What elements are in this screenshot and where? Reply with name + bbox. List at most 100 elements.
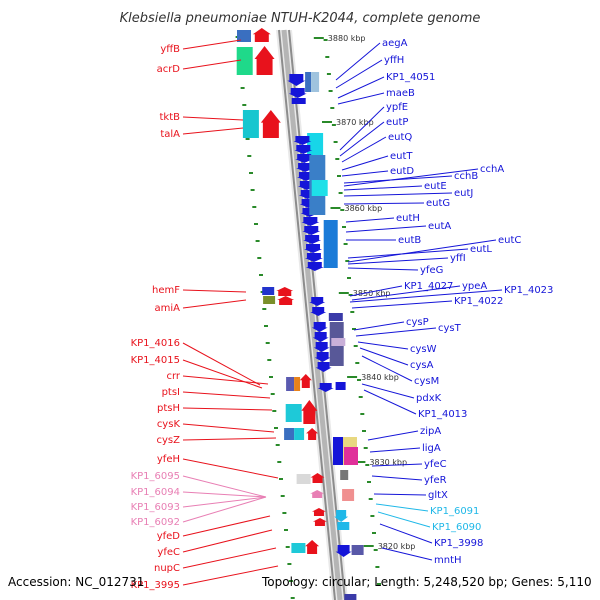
gene-label-eutC: eutC — [498, 235, 521, 246]
gene-label-ypfE: ypfE — [386, 102, 408, 113]
gene-block — [262, 287, 275, 295]
reverse-gene-arrow — [334, 510, 349, 522]
tick-mark-left — [264, 325, 268, 327]
tick-mark-left — [240, 87, 245, 89]
tick-mark-right — [372, 532, 376, 534]
tick-mark-right — [343, 243, 348, 245]
gene-callout-line — [182, 491, 267, 498]
gene-label-eutJ: eutJ — [454, 188, 473, 199]
gene-block — [294, 428, 305, 440]
gene-label-KP1_3995: KP1_3995 — [131, 580, 180, 591]
gene-label-maeB: maeB — [386, 88, 415, 99]
tick-mark-right — [335, 158, 340, 160]
gene-callout-line — [182, 547, 277, 569]
gene-callout-line — [182, 375, 269, 385]
gene-callout-line — [343, 202, 425, 205]
reverse-gene-arrow — [309, 297, 326, 306]
gene-callout-line — [182, 299, 247, 309]
reverse-gene-arrow — [301, 217, 320, 226]
gene-callout-line — [182, 407, 273, 411]
gene-callout-line — [371, 475, 423, 481]
gene-label-talA: talA — [160, 129, 180, 140]
gene-callout-line — [182, 458, 279, 479]
tick-mark-right — [357, 379, 361, 381]
tick-mark-right — [350, 311, 355, 313]
gene-callout-line — [345, 217, 395, 223]
tick-mark-right — [367, 481, 371, 483]
tick-mark-right — [353, 345, 358, 347]
gene-callout-line — [351, 285, 461, 301]
reverse-gene-arrow — [312, 332, 329, 342]
gene-callout-line — [371, 463, 423, 467]
gene-callout-line — [182, 289, 247, 293]
gene-label-eutQ: eutQ — [388, 132, 412, 143]
gene-callout-line — [381, 547, 433, 561]
kbp-label: 3870 kbp — [336, 118, 374, 127]
tick-mark-right — [330, 107, 335, 109]
tick-mark-right — [345, 260, 350, 262]
tick-mark-right — [375, 566, 380, 568]
gene-label-cysK: cysK — [157, 419, 181, 430]
gene-callout-line — [349, 285, 403, 297]
gene-block — [237, 30, 251, 42]
tick-mark-left — [285, 546, 290, 548]
tick-mark-left — [259, 274, 263, 276]
forward-gene-arrow — [252, 28, 271, 42]
gene-label-eutA: eutA — [428, 221, 451, 232]
forward-gene-arrow — [254, 46, 275, 75]
gene-callout-line — [182, 529, 273, 553]
gene-label-KP1_4023: KP1_4023 — [504, 285, 553, 296]
gene-callout-line — [182, 359, 263, 389]
gene-callout-line — [182, 437, 277, 441]
tick-mark-left — [269, 376, 273, 378]
forward-gene-arrow — [301, 400, 318, 424]
gene-label-ypeA: ypeA — [462, 281, 487, 292]
gene-label-KP1_4051: KP1_4051 — [386, 72, 435, 83]
tick-mark-left — [267, 359, 272, 361]
gene-label-KP1_6093: KP1_6093 — [131, 502, 180, 513]
tick-mark-right — [331, 124, 336, 126]
gene-callout-line — [182, 565, 279, 586]
gene-callout-line — [347, 239, 497, 263]
gene-callout-line — [351, 300, 453, 309]
reverse-gene-arrow — [288, 88, 307, 98]
gene-callout-line — [182, 423, 275, 433]
gene-callout-line — [353, 321, 405, 331]
tick-mark-right — [365, 464, 370, 466]
gene-label-cysW: cysW — [410, 344, 437, 355]
tick-marks — [235, 36, 381, 599]
gene-block — [337, 522, 350, 530]
gene-label-acrD: acrD — [157, 64, 181, 75]
gene-block — [291, 543, 306, 553]
forward-gene-arrow — [276, 287, 294, 296]
gene-label-crr: crr — [166, 371, 180, 382]
gene-block — [307, 133, 324, 155]
tick-mark-left — [257, 257, 262, 259]
tick-mark-left — [272, 410, 277, 412]
gene-callout-line — [341, 170, 389, 177]
gene-label-eutE: eutE — [424, 181, 447, 192]
tick-mark-right — [326, 73, 331, 75]
gene-block — [285, 404, 302, 422]
forward-gene-arrow — [310, 490, 325, 498]
kbp-label: 3860 kbp — [345, 204, 383, 213]
gene-label-KP1_4013: KP1_4013 — [418, 409, 467, 420]
tick-mark-right — [377, 583, 381, 585]
gene-callout-line — [182, 515, 271, 537]
gene-block — [311, 72, 320, 92]
gene-block — [344, 594, 357, 600]
gene-callout-line — [182, 391, 271, 399]
right-gene-labels: aegAyffHKP1_4051maeBypfEeutPeutQeutTeutD… — [335, 38, 553, 566]
gene-label-eutH: eutH — [396, 213, 420, 224]
tick-mark-right — [348, 294, 353, 296]
kbp-label: 3840 kbp — [361, 373, 399, 382]
gene-label-KP1_4027: KP1_4027 — [404, 281, 453, 292]
gene-label-yfeC: yfeC — [424, 459, 447, 470]
tick-mark-left — [247, 155, 252, 157]
gene-callout-line — [347, 257, 449, 265]
tick-mark-right — [370, 515, 375, 517]
gene-label-mntH: mntH — [434, 555, 462, 566]
tick-mark-right — [363, 447, 368, 449]
tick-mark-right — [373, 549, 378, 551]
